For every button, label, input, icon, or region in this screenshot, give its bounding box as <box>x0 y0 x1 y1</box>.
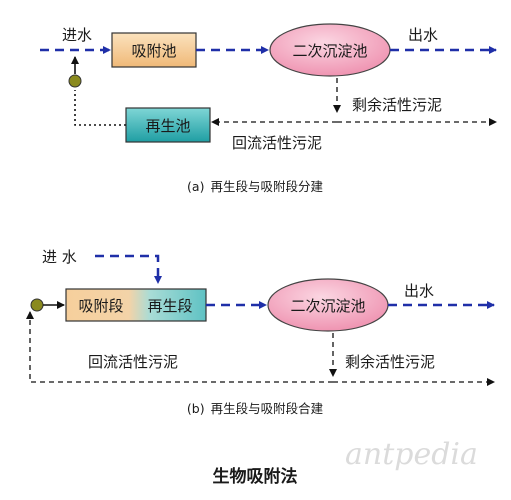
diagram-b: 进 水 吸附段 再生段 二次沉淀池 出水 剩余活性污泥 回流活性污泥 (b) 再生… <box>26 248 495 416</box>
diagram-a: 进水 吸附池 二次沉淀池 出水 剩余活性污泥 回流活性污泥 再生池 (a) 再生段… <box>40 23 497 194</box>
inlet-flow-line-b <box>95 254 162 284</box>
inlet-label-a: 进水 <box>62 26 92 44</box>
watermark-text: antpedia <box>345 437 478 472</box>
excess-sludge-label-b: 剩余活性污泥 <box>345 353 435 371</box>
outlet-label-a: 出水 <box>408 26 438 44</box>
return-sludge-label-a: 回流活性污泥 <box>232 134 322 152</box>
outlet-label-b: 出水 <box>404 282 434 300</box>
caption-b: (b) 再生段与吸附段合建 <box>187 401 324 416</box>
secondary-clarifier-label-b: 二次沉淀池 <box>290 297 365 315</box>
return-sludge-label-b: 回流活性污泥 <box>88 353 178 371</box>
caption-a-text: 再生段与吸附段分建 <box>210 179 323 194</box>
caption-b-prefix: (b) <box>187 401 205 416</box>
return-sludge-line-b <box>26 311 333 383</box>
regeneration-tank <box>125 107 211 143</box>
combined-tank <box>65 288 207 322</box>
caption-a: (a) 再生段与吸附段分建 <box>187 179 323 194</box>
secondary-clarifier-label-a: 二次沉淀池 <box>292 42 367 60</box>
inlet-label-b: 进 水 <box>42 248 77 266</box>
regenerated-sludge-return-line-a <box>74 90 126 126</box>
caption-b-text: 再生段与吸附段合建 <box>211 401 324 416</box>
pump-icon-a <box>68 74 82 88</box>
pump-icon-b <box>30 298 44 312</box>
adsorption-tank <box>111 32 197 68</box>
caption-a-prefix: (a) <box>187 179 204 194</box>
excess-sludge-label-a: 剩余活性污泥 <box>352 96 442 114</box>
regeneration-tank-label: 再生池 <box>145 117 190 135</box>
adsorption-tank-label: 吸附池 <box>131 42 176 60</box>
regeneration-section-label: 再生段 <box>147 297 192 315</box>
watermark: antpedia <box>345 437 478 472</box>
adsorption-section-label: 吸附段 <box>78 297 123 315</box>
figure-title: 生物吸附法 <box>213 466 298 487</box>
